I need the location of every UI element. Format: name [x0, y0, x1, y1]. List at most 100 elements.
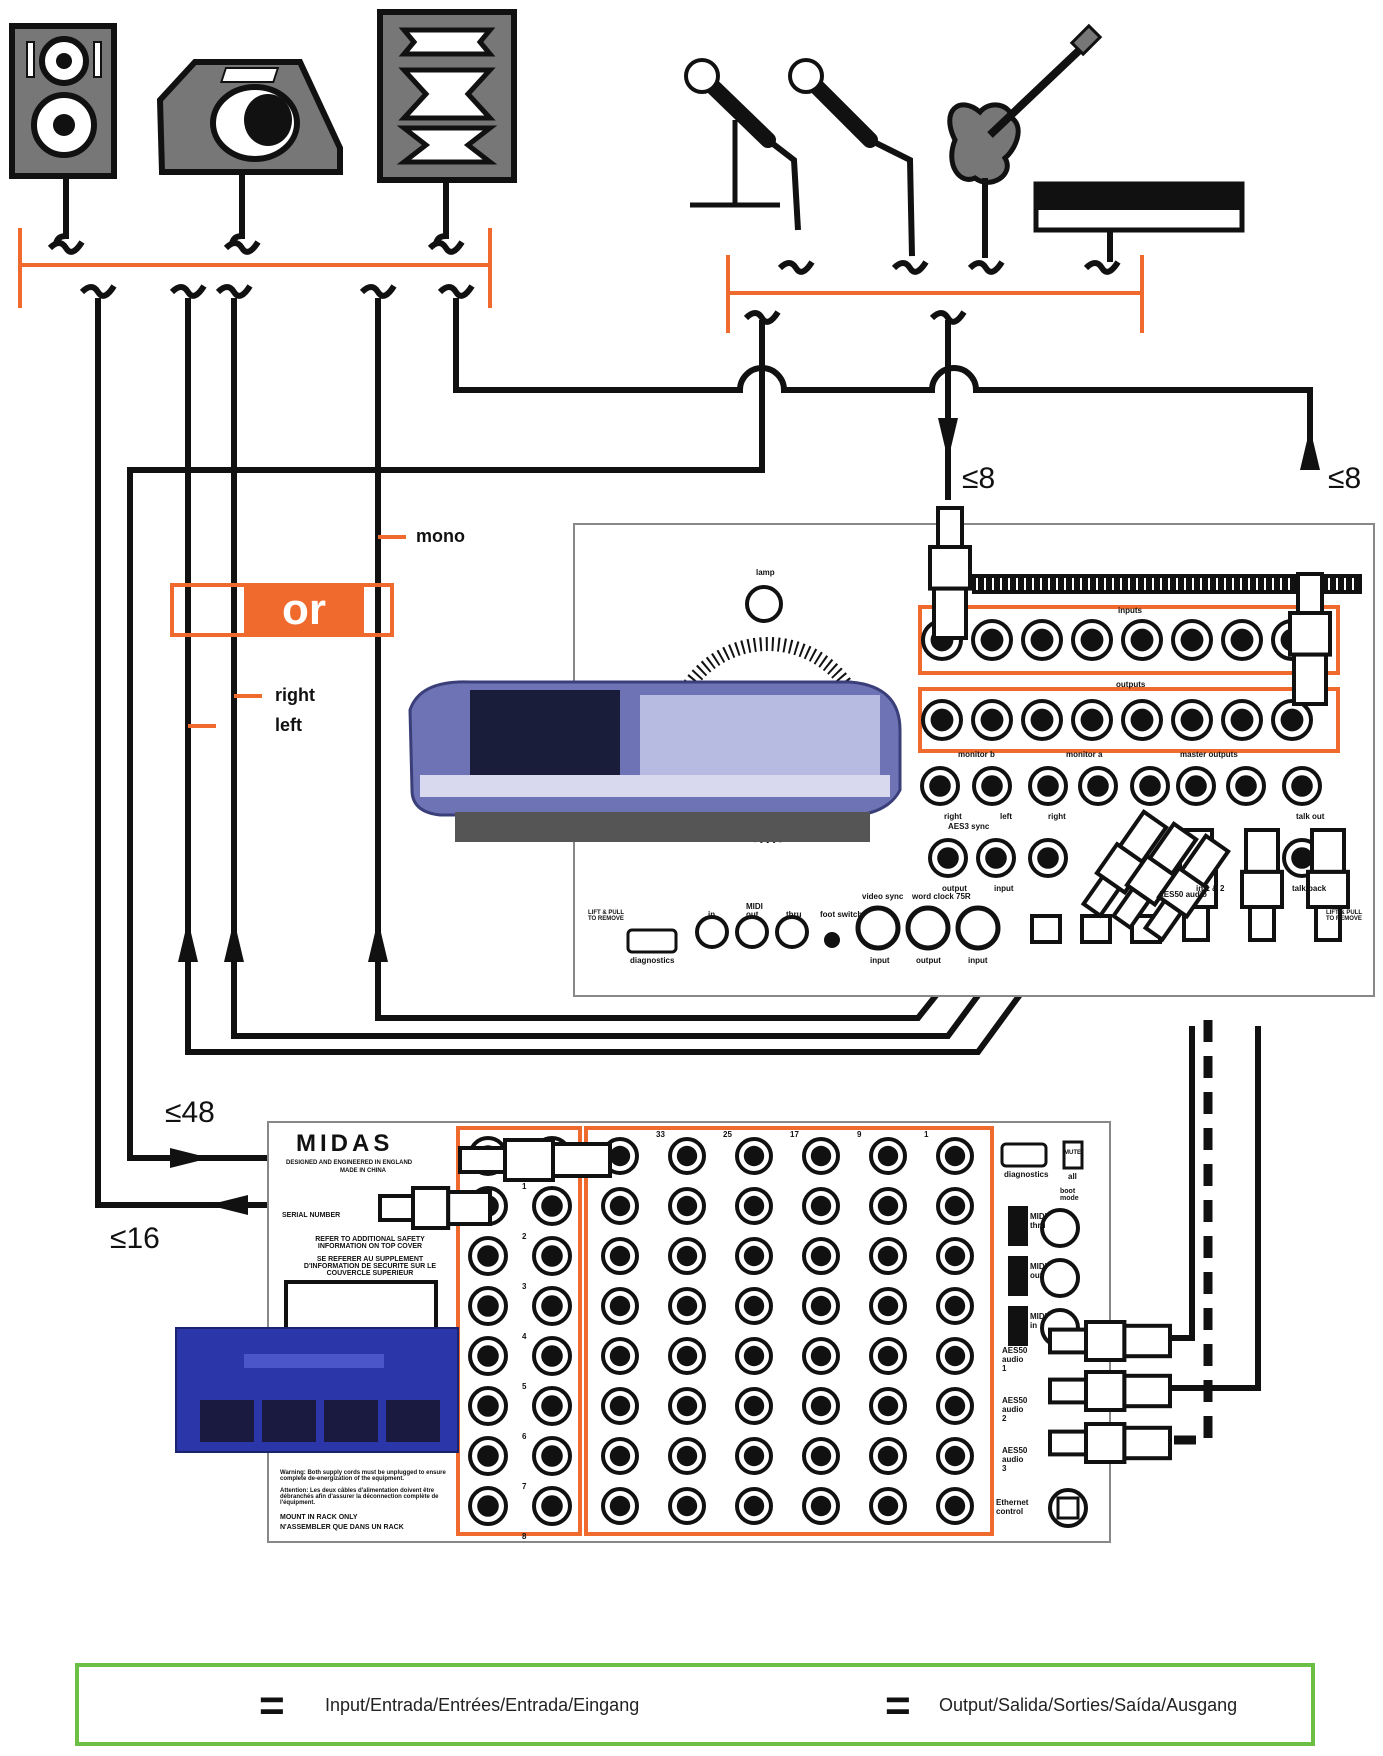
connector-plugs	[378, 506, 1350, 1464]
master-outputs-label: master outputs	[1180, 750, 1238, 759]
console-image	[408, 680, 902, 842]
xlr-socket-icon	[971, 619, 1013, 661]
xlr-socket-icon	[735, 1237, 773, 1275]
midi-out-label: out	[746, 910, 759, 919]
xlr-socket-icon	[928, 838, 968, 878]
microphone-stand-icon	[684, 58, 801, 231]
xlr-socket-icon	[735, 1137, 773, 1175]
dashed-aes50-cable	[1160, 1020, 1213, 1445]
lamp-label: lamp	[756, 568, 775, 577]
made-label: MADE IN CHINA	[340, 1168, 386, 1174]
xlr-socket-icon	[735, 1287, 773, 1325]
max-16-label: ≤16	[110, 1222, 160, 1255]
xlr-socket-icon	[869, 1237, 907, 1275]
xlr-socket-icon	[1078, 766, 1118, 806]
xlr-socket-icon	[802, 1437, 840, 1475]
xlr-socket-icon	[735, 1437, 773, 1475]
label-ticks	[188, 535, 406, 728]
xlr-socket-icon	[601, 1187, 639, 1225]
rack-column-number: 25	[723, 1130, 732, 1139]
xlr-socket-icon	[468, 1436, 508, 1476]
xlr-socket-icon	[1021, 699, 1063, 741]
xlr-socket-icon	[1221, 619, 1263, 661]
xlr-socket-icon	[869, 1137, 907, 1175]
xlr-socket-icon	[1271, 699, 1313, 741]
serial-label: SERIAL NUMBER	[282, 1212, 341, 1219]
rack-midi-thru-label: MIDI thru	[1030, 1212, 1047, 1230]
xlr-socket-icon	[802, 1137, 840, 1175]
xlr-socket-icon	[601, 1387, 639, 1425]
rack-brand: MIDAS	[296, 1130, 394, 1157]
xlr-socket-icon	[976, 838, 1016, 878]
xlr-socket-icon	[468, 1236, 508, 1276]
mono-label: mono	[416, 526, 465, 546]
stage-monitor-icon	[156, 59, 343, 175]
monitor-a-right-label: right	[1048, 812, 1066, 821]
rack-column-number: 9	[857, 1130, 862, 1139]
xlr-socket-icon	[1171, 699, 1213, 741]
xlr-socket-icon	[1028, 766, 1068, 806]
xlr-socket-icon	[936, 1387, 974, 1425]
rack-row-number: 2	[522, 1232, 527, 1241]
xlr-socket-icon	[936, 1437, 974, 1475]
rack-diagnostics-label: diagnostics	[1004, 1170, 1049, 1179]
instrument-bracket	[726, 255, 1144, 333]
xlr-socket-icon	[936, 1137, 974, 1175]
speaker-bracket	[18, 228, 492, 308]
rack-column-number: 17	[790, 1130, 799, 1139]
monitor-b-label: monitor b	[958, 750, 995, 759]
xlr-socket-icon	[869, 1187, 907, 1225]
rack-row-number: 7	[522, 1482, 527, 1491]
legend: = Input/Entrada/Entrées/Entrada/Eingang …	[75, 1663, 1315, 1746]
mount-fr-label: N'ASSEMBLER QUE DANS UN RACK	[280, 1524, 404, 1531]
xlr-socket-icon	[532, 1386, 572, 1426]
legend-input-text: Input/Entrada/Entrées/Entrada/Eingang	[325, 1695, 640, 1715]
xlr-socket-icon	[532, 1236, 572, 1276]
lift-pull-right-label: LIFT & PULL TO REMOVE	[1326, 910, 1362, 922]
xlr-socket-icon	[735, 1187, 773, 1225]
monitor-a-label: monitor a	[1066, 750, 1103, 759]
xlr-socket-icon	[532, 1186, 572, 1226]
in-1-2-label: in 1 & 2	[1196, 884, 1225, 893]
xlr-socket-icon	[1121, 699, 1163, 741]
xlr-plug-icon	[1288, 572, 1332, 706]
or-label: or	[244, 586, 364, 634]
xlr-socket-icon	[936, 1187, 974, 1225]
mount-en-label: MOUNT IN RACK ONLY	[280, 1514, 358, 1521]
rack-midi-in-label: MIDI in	[1030, 1312, 1047, 1330]
xlr-socket-icon	[1021, 619, 1063, 661]
outputs-label: outputs	[1116, 680, 1146, 689]
xlr-socket-icon	[668, 1387, 706, 1425]
xlr-socket-icon	[869, 1387, 907, 1425]
xlr-socket-icon	[972, 766, 1012, 806]
video-sync-label: video sync	[862, 892, 904, 901]
rack-row-number: 1	[522, 1182, 527, 1191]
ethernet-label: Ethernet control	[996, 1498, 1029, 1516]
xlr-socket-icon	[668, 1287, 706, 1325]
console-rear-panel	[573, 523, 1375, 997]
xlr-socket-icon	[735, 1387, 773, 1425]
aes3-output-label: output	[942, 884, 967, 893]
xlr-plug-icon	[1240, 828, 1284, 942]
rack-row-number: 3	[522, 1282, 527, 1291]
xlr-socket-icon	[468, 1486, 508, 1526]
xlr-socket-icon	[668, 1137, 706, 1175]
speaker-drop-cables	[53, 172, 449, 247]
connector-curls	[47, 240, 1121, 325]
wc-input-label: input	[968, 956, 988, 965]
aes3-input-label: input	[994, 884, 1014, 893]
aes50-3-label: AES50 audio 3	[1002, 1446, 1028, 1473]
xlr-socket-icon	[1130, 766, 1170, 806]
rack-row-number: 6	[522, 1432, 527, 1441]
xlr-socket-icon	[735, 1337, 773, 1375]
aes3-sync-label: AES3 sync	[948, 822, 990, 831]
xlr-socket-icon	[601, 1287, 639, 1325]
xlr-socket-icon	[920, 766, 960, 806]
rack-row-number: 5	[522, 1382, 527, 1391]
midi-label: MIDI	[746, 902, 763, 911]
xlr-socket-icon	[601, 1337, 639, 1375]
xlr-plug-icon	[458, 1138, 612, 1182]
pa-speaker-icon	[9, 23, 117, 179]
